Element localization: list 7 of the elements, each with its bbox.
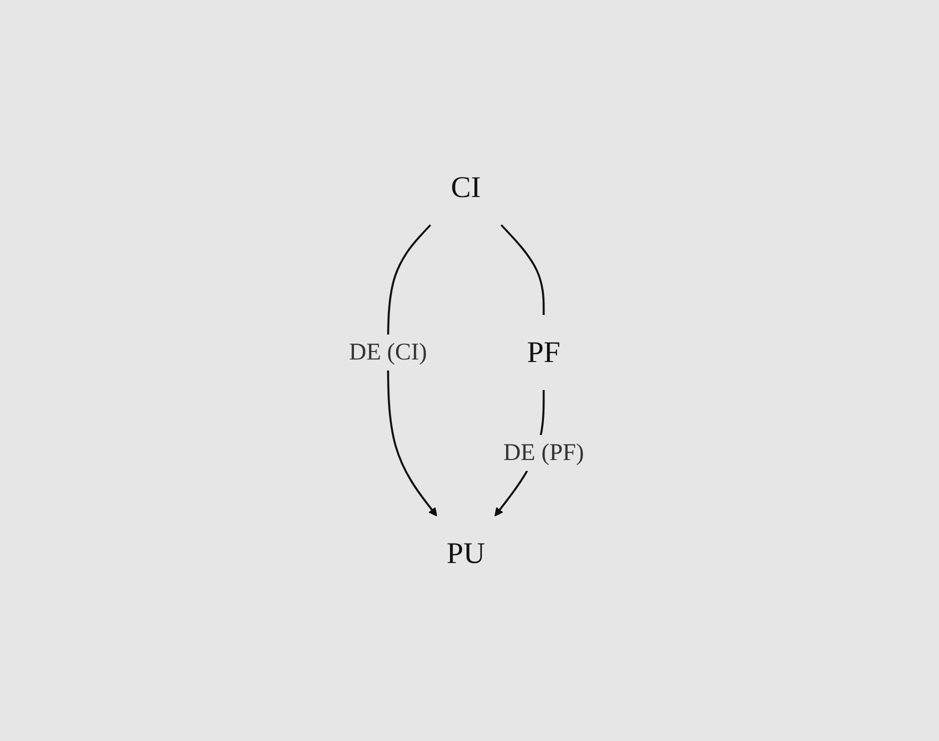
edge-label: DE (PF): [503, 440, 584, 466]
node-text: CI: [450, 171, 481, 204]
arrow: [386, 224, 437, 516]
edge-label: DE (CI): [348, 340, 427, 366]
node-text: PU: [446, 537, 485, 570]
node-text: PF: [526, 336, 560, 369]
connector: [500, 224, 544, 315]
